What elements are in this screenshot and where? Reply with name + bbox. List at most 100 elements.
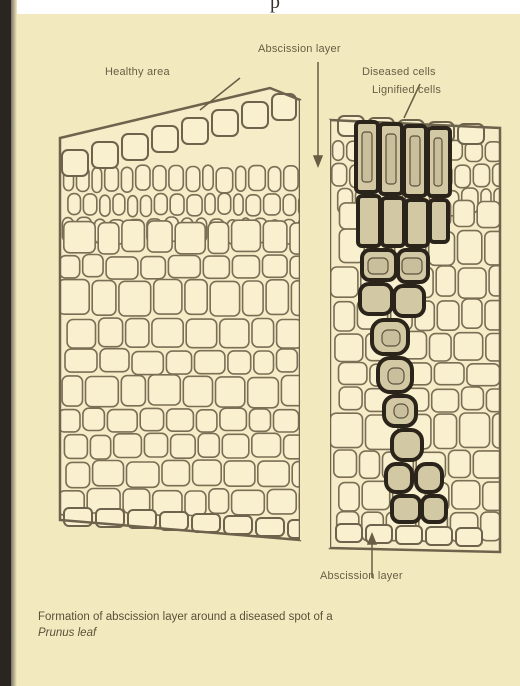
cell [216, 377, 245, 407]
cell [147, 221, 172, 252]
cell [436, 266, 455, 296]
cell [208, 222, 228, 253]
cell [458, 231, 482, 265]
cell [203, 256, 229, 278]
cell [224, 461, 255, 486]
cell [449, 450, 471, 477]
cell [277, 349, 298, 372]
cell [209, 489, 229, 514]
cell [258, 461, 289, 486]
cell [228, 351, 251, 374]
cell [454, 200, 475, 226]
cell [249, 166, 266, 191]
cell [266, 280, 288, 315]
cell [216, 168, 233, 193]
cell [122, 220, 144, 251]
cell [167, 409, 194, 431]
cell [477, 202, 500, 228]
cell [339, 387, 362, 410]
cell [67, 320, 95, 349]
cell [263, 255, 288, 277]
cell [460, 413, 490, 447]
cell [185, 280, 207, 315]
cell [132, 352, 163, 375]
cell [455, 165, 470, 188]
cell [140, 408, 163, 430]
cell [186, 319, 217, 348]
cell [141, 257, 166, 279]
cell [210, 281, 239, 316]
cell [153, 166, 166, 191]
cell [248, 378, 279, 408]
cell [86, 377, 119, 407]
caption-line-1: Formation of abscission layer around a d… [38, 609, 488, 625]
cell [113, 194, 125, 215]
cell [119, 281, 151, 316]
cell [334, 302, 355, 331]
cell [169, 166, 183, 191]
cell [493, 414, 517, 448]
cell [252, 319, 274, 348]
cell [193, 460, 222, 485]
cell [99, 318, 123, 347]
cell [58, 410, 80, 432]
cell [183, 376, 212, 406]
cell [263, 221, 287, 252]
cell [220, 408, 247, 430]
cell [144, 433, 167, 457]
cell [203, 165, 213, 190]
cell [171, 435, 196, 459]
cell [185, 491, 206, 516]
cell [121, 167, 132, 192]
label-diseased-cells: Diseased cells [362, 66, 436, 78]
cell [105, 166, 119, 191]
caption-line-2: Prunus leaf [38, 625, 488, 641]
cell [334, 450, 357, 477]
cell [232, 220, 261, 251]
label-healthy-area: Healthy area [105, 66, 170, 78]
cell [473, 164, 489, 187]
cell [106, 257, 138, 279]
cell [232, 256, 259, 278]
cell [64, 435, 87, 459]
cell [335, 334, 363, 361]
cell [220, 319, 249, 348]
cell [83, 194, 96, 215]
cell [432, 389, 459, 412]
cell [267, 489, 296, 514]
cell [136, 165, 150, 190]
cell [434, 414, 457, 448]
cell [489, 266, 520, 296]
cell [187, 195, 202, 216]
cell [175, 223, 205, 254]
cell [430, 334, 452, 361]
cell [254, 351, 274, 374]
label-abscission-layer-top: Abscission layer [258, 43, 341, 55]
cell [100, 349, 129, 372]
cell [236, 166, 246, 191]
cell [93, 461, 124, 486]
cell [141, 196, 152, 217]
cell [83, 255, 103, 277]
cell [60, 256, 80, 278]
cell [268, 167, 280, 192]
cell [205, 194, 215, 215]
cell [62, 376, 82, 406]
cell [331, 267, 358, 297]
cell [437, 301, 459, 330]
cell [284, 166, 298, 191]
cell [234, 194, 243, 215]
cell [434, 363, 464, 385]
cell [154, 280, 182, 315]
cell [64, 222, 95, 253]
cell [360, 451, 380, 478]
cell [196, 410, 217, 432]
cell [339, 483, 359, 511]
cell [243, 281, 264, 316]
figure-caption: Formation of abscission layer around a d… [38, 609, 488, 641]
cell [264, 194, 281, 215]
cell [222, 434, 249, 458]
cell [100, 195, 110, 216]
